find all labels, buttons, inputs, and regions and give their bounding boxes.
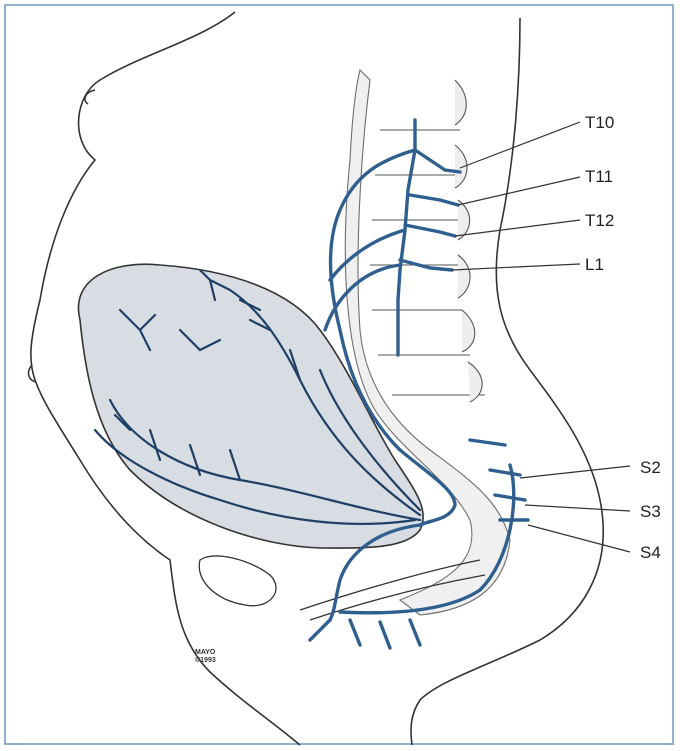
signature-line1: MAYO bbox=[195, 649, 216, 656]
label-leader-lines bbox=[452, 122, 630, 552]
leader-s4 bbox=[528, 525, 630, 552]
label-s3: S3 bbox=[640, 502, 661, 521]
label-l1: L1 bbox=[585, 255, 604, 274]
leader-t10 bbox=[460, 122, 580, 168]
label-s4: S4 bbox=[640, 543, 661, 562]
leader-t12 bbox=[455, 220, 580, 236]
leader-s3 bbox=[525, 505, 630, 511]
signature-line2: ©1993 bbox=[195, 656, 216, 664]
leader-t11 bbox=[458, 177, 580, 205]
label-t12: T12 bbox=[585, 211, 614, 230]
label-t11: T11 bbox=[585, 167, 613, 186]
leader-l1 bbox=[452, 264, 580, 270]
label-s2: S2 bbox=[640, 458, 661, 477]
label-t10: T10 bbox=[585, 113, 614, 132]
mayo-signature: MAYO ©1993 bbox=[195, 649, 216, 664]
leader-s2 bbox=[520, 466, 630, 478]
